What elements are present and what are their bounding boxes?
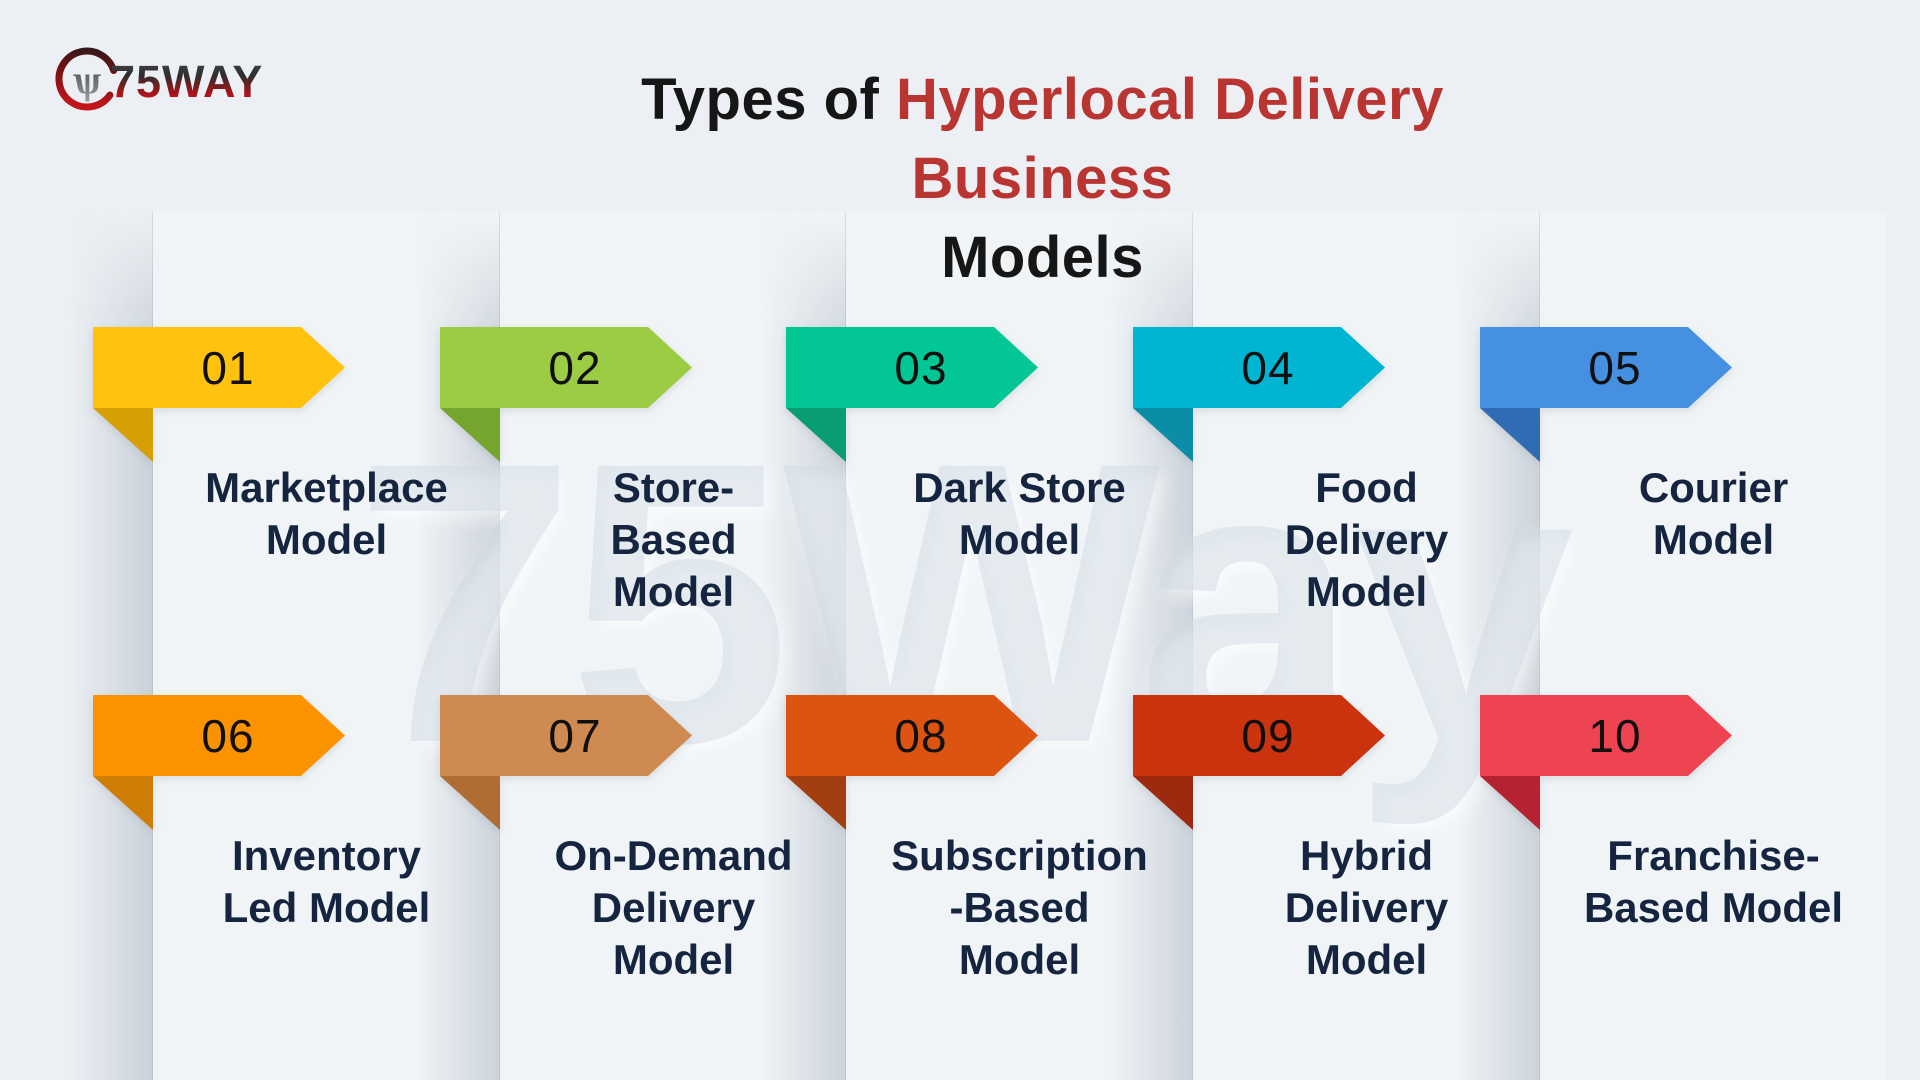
ribbon-arrow: 01	[93, 327, 345, 462]
title-black-part: Types of	[641, 67, 896, 132]
ribbon-number: 06	[201, 709, 255, 762]
ribbon-label: Inventory Led Model	[222, 832, 431, 931]
page-title: Types of Hyperlocal Delivery Business Mo…	[560, 60, 1525, 297]
ribbon-number: 03	[894, 341, 948, 394]
ribbon-label: On-Demand Delivery Model	[554, 832, 793, 983]
ribbon-number: 09	[1241, 709, 1295, 762]
ribbon-arrow: 05	[1480, 327, 1732, 462]
ribbon-arrow: 02	[440, 327, 692, 462]
ribbon-arrow-body: 09	[1133, 695, 1385, 776]
ribbon-arrow: 10	[1480, 695, 1732, 830]
ribbon-arrow: 09	[1133, 695, 1385, 830]
75way-logo-icon: ѱ	[52, 44, 122, 119]
ribbon-arrow-body: 07	[440, 695, 692, 776]
svg-text:ѱ: ѱ	[73, 57, 101, 102]
ribbon-arrow-body: 10	[1480, 695, 1732, 776]
ribbon-number: 04	[1241, 341, 1295, 394]
ribbon-label: Subscription -Based Model	[891, 832, 1148, 983]
ribbon-number: 08	[894, 709, 948, 762]
ribbon-number: 05	[1588, 341, 1642, 394]
ribbon-number: 10	[1588, 709, 1642, 762]
ribbon-label: Store- Based Model	[610, 464, 737, 615]
ribbon-arrow-body: 01	[93, 327, 345, 408]
ribbon-arrow-body: 03	[786, 327, 1038, 408]
ribbon-label: Food Delivery Model	[1284, 464, 1449, 615]
ribbon-number: 01	[201, 341, 255, 394]
ribbon-number: 07	[548, 709, 602, 762]
ribbon-label: Dark Store Model	[913, 464, 1126, 563]
ribbon-label: Franchise- Based Model	[1583, 832, 1844, 931]
75way-logo: ѱ 75WAY	[52, 44, 263, 119]
title-red-part: Hyperlocal Delivery Business	[895, 67, 1444, 211]
ribbon-arrow-body: 04	[1133, 327, 1385, 408]
ribbon-number: 02	[548, 341, 602, 394]
ribbon-arrow-body: 05	[1480, 327, 1732, 408]
title-line2: Models	[941, 225, 1144, 290]
ribbon-label: Courier Model	[1638, 464, 1789, 563]
ribbon-arrow: 07	[440, 695, 692, 830]
ribbon-arrow: 06	[93, 695, 345, 830]
ribbon-label: Marketplace Model	[205, 464, 448, 563]
ribbon-arrow-body: 08	[786, 695, 1038, 776]
ribbon-label: Hybrid Delivery Model	[1284, 832, 1449, 983]
ribbon-arrow: 03	[786, 327, 1038, 462]
ribbon-arrow: 04	[1133, 327, 1385, 462]
logo-wordmark: 75WAY	[110, 55, 264, 107]
ribbon-arrow-body: 02	[440, 327, 692, 408]
ribbon-arrow: 08	[786, 695, 1038, 830]
ribbon-arrow-body: 06	[93, 695, 345, 776]
